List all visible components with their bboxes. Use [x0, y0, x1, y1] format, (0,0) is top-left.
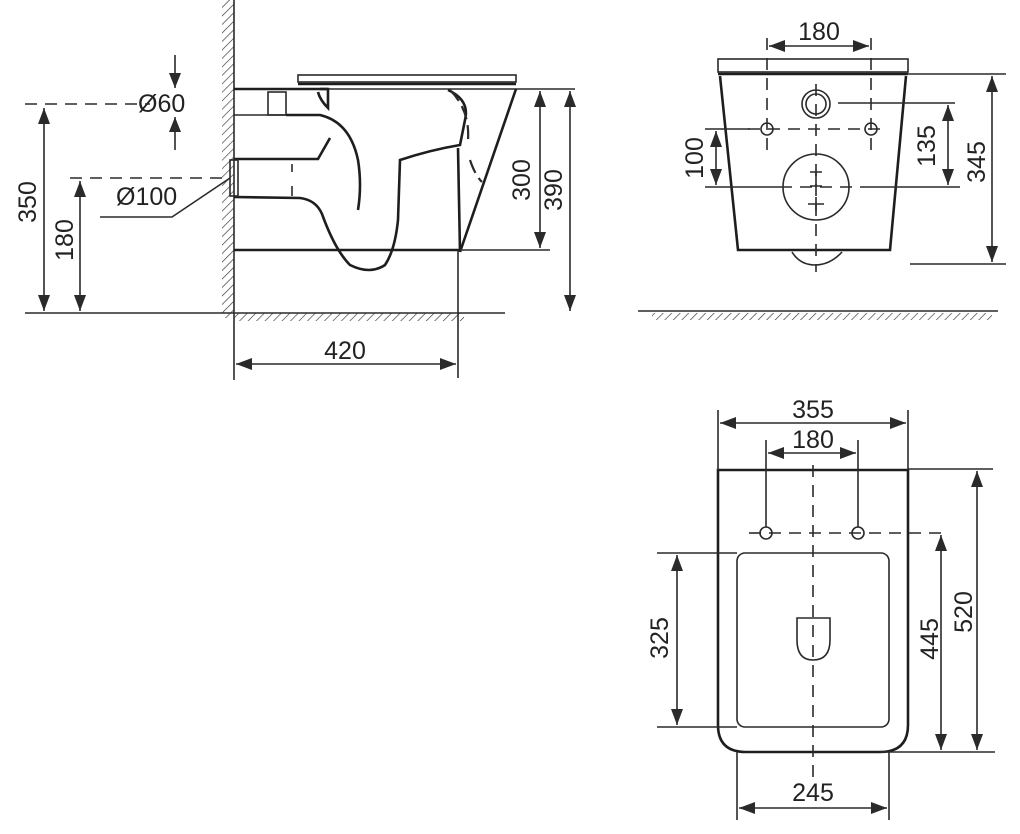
arrow-head	[942, 105, 954, 121]
arrow-head	[534, 91, 546, 107]
dim-outlet-diameter: Ø100	[116, 183, 177, 211]
arrow-head	[564, 295, 576, 311]
rear-dim-height: 345	[963, 141, 991, 183]
dim-outlet-height: 180	[51, 219, 79, 261]
arrow-head	[971, 734, 983, 750]
arrow-head	[986, 76, 998, 92]
top-dim-bowl-width: 245	[792, 779, 834, 807]
arrow-head	[971, 471, 983, 487]
outlet-shape	[796, 617, 831, 661]
seat-opening	[736, 552, 890, 728]
arrow-head	[74, 181, 86, 197]
top-view: 355 180 325 445 520 245	[646, 396, 995, 820]
back-edge	[456, 147, 462, 253]
seat-lid	[297, 74, 517, 83]
top-dim-bolt-spacing: 180	[792, 426, 834, 454]
rear-view: 180 100 135 345	[638, 18, 1006, 320]
inlet-lip	[316, 87, 330, 112]
front-slope	[458, 88, 518, 253]
d100-leader	[100, 177, 231, 218]
arrow-head	[534, 232, 546, 248]
rear-dim-inlet-outlet: 135	[913, 125, 941, 167]
dim-inlet-diameter: Ø60	[138, 90, 185, 118]
rear-floor-hatch	[652, 313, 992, 320]
rear-dim-bolt-outlet: 100	[681, 137, 709, 179]
arrow-head	[935, 535, 947, 551]
arrow-head	[564, 91, 576, 107]
arrow-head	[710, 169, 722, 185]
arrow-head	[890, 417, 906, 429]
arrow-head	[853, 40, 869, 52]
arrow-head	[236, 358, 252, 370]
rear-dim-bolt-spacing: 180	[798, 18, 840, 46]
inlet-pipe	[267, 91, 287, 116]
dim-projection: 420	[324, 337, 366, 365]
arrow-head	[38, 108, 50, 124]
rear-seat	[717, 58, 909, 73]
trap-outline	[233, 88, 468, 272]
arrow-head	[38, 295, 50, 311]
arrow-head	[710, 131, 722, 147]
arrow-head	[768, 447, 784, 459]
top-dim-bowl-depth: 325	[646, 617, 674, 659]
arrow-head	[871, 802, 887, 814]
rear-foot	[791, 251, 843, 266]
arrow-head	[74, 295, 86, 311]
dim-total-height: 390	[540, 169, 568, 211]
outlet-top	[234, 137, 332, 161]
arrow-head	[440, 358, 456, 370]
arrow-head	[169, 73, 181, 88]
arrow-head	[769, 40, 785, 52]
arrow-head	[671, 555, 683, 571]
bowl-inner-curve	[286, 113, 362, 211]
arrow-head	[671, 709, 683, 725]
floor-hatch	[234, 313, 464, 321]
dim-overall-height: 350	[14, 181, 42, 223]
top-dim-length: 520	[950, 591, 978, 633]
wall-hatch	[222, 0, 234, 318]
arrow-head	[720, 417, 736, 429]
top-dim-bolt-front: 445	[916, 618, 944, 660]
arrow-head	[840, 447, 856, 459]
arrow-head	[986, 246, 998, 262]
side-view: Ø60 Ø100 350 180 300 390 420	[14, 0, 576, 380]
arrow-head	[739, 802, 755, 814]
hidden-bowl-line	[449, 89, 483, 183]
arrow-head	[942, 169, 954, 185]
arrow-head	[935, 734, 947, 750]
arrow-head	[169, 117, 181, 132]
top-dim-width: 355	[792, 396, 834, 424]
rear-body	[718, 75, 908, 252]
dim-body-height: 300	[508, 159, 536, 201]
